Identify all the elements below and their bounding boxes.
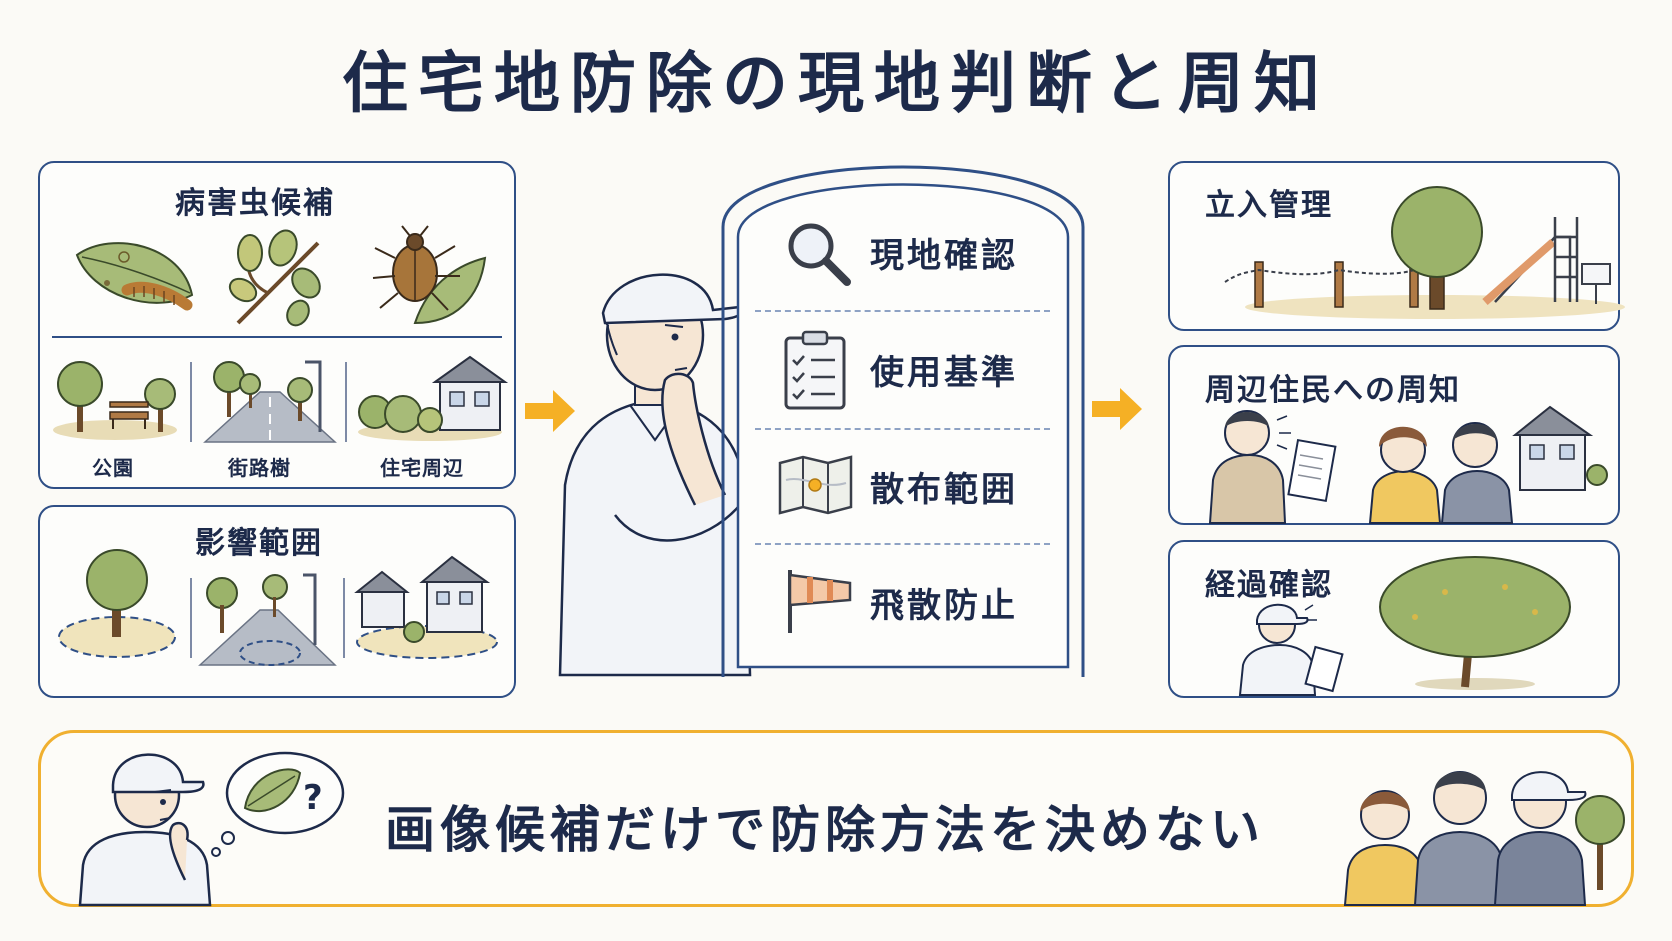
thinking-worker-illustration — [558, 273, 752, 677]
impact-range-title: 影響範囲 — [195, 526, 323, 561]
leaf-caterpillar-icon — [75, 242, 194, 311]
access-control-title: 立入管理 — [1205, 188, 1333, 223]
checklist-item-spray-range: 散布範囲 — [870, 470, 1018, 510]
residents-group-illustration — [1343, 771, 1587, 906]
pest-candidates-title: 病害虫候補 — [175, 186, 335, 221]
resident-notice-illustration — [1208, 405, 1608, 524]
street-range-icon — [198, 573, 337, 666]
location-separator — [190, 362, 192, 442]
small-tree-icon — [1575, 795, 1625, 890]
beetle-icon — [372, 225, 487, 325]
location-label-residential: 住宅周辺 — [380, 456, 464, 480]
house-range-icon — [354, 555, 498, 659]
question-mark: ? — [303, 778, 323, 818]
residential-icon — [358, 355, 509, 441]
map-icon — [778, 455, 853, 515]
clipboard-checklist-icon — [784, 330, 846, 410]
checklist-divider — [755, 543, 1050, 545]
park-fence-illustration — [1224, 186, 1625, 319]
warning-message: 画像候補だけで防除方法を決めない — [385, 801, 1265, 859]
progress-check-title: 経過確認 — [1205, 568, 1333, 603]
arrow-right-icon — [525, 390, 575, 432]
windsock-icon — [788, 570, 852, 633]
location-label-street: 街路樹 — [228, 456, 291, 480]
confused-worker-illustration — [78, 753, 212, 907]
checklist-divider — [755, 428, 1050, 430]
magnifier-icon — [788, 223, 851, 286]
checklist-divider — [755, 310, 1050, 312]
candidates-divider — [52, 336, 502, 338]
thought-bubble-icon — [211, 751, 345, 857]
recovering-tree-illustration — [1379, 556, 1571, 690]
inspector-illustration — [1238, 603, 1344, 696]
page-title: 住宅地防除の現地判断と周知 — [342, 45, 1330, 122]
checklist-item-usage-standard: 使用基準 — [870, 353, 1018, 393]
arrow-right-icon — [1092, 388, 1142, 430]
location-separator — [345, 362, 347, 442]
park-icon — [53, 361, 177, 440]
impact-separator — [343, 578, 345, 658]
street-trees-icon — [203, 360, 337, 443]
impact-separator — [190, 578, 192, 658]
tree-range-icon — [58, 549, 176, 658]
twig-leaves-icon — [228, 229, 321, 327]
location-label-park: 公園 — [92, 456, 134, 480]
checklist-item-drift-prevention: 飛散防止 — [870, 586, 1018, 626]
checklist-arch-frame — [721, 165, 1085, 677]
resident-notice-title: 周辺住民への周知 — [1205, 373, 1461, 408]
checklist-item-site-check: 現地確認 — [870, 236, 1018, 276]
